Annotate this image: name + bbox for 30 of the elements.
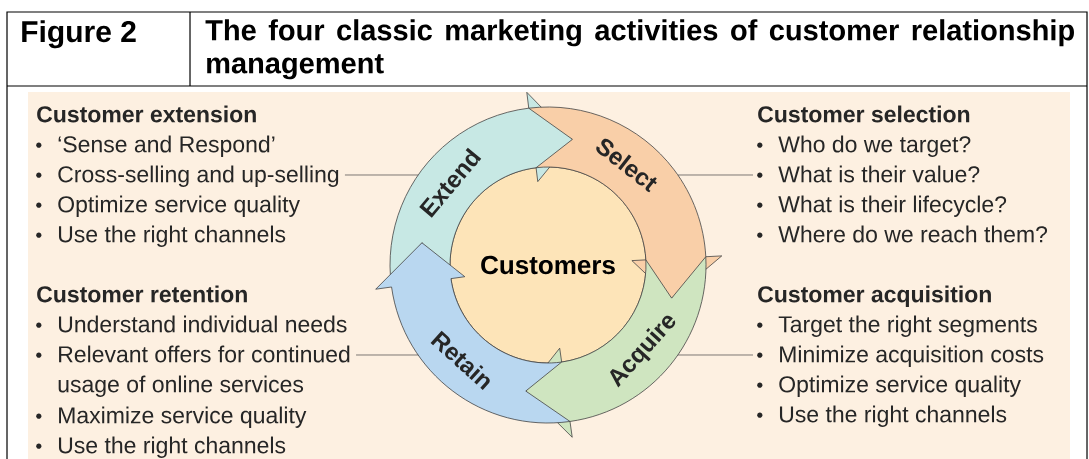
- node-label: Customer selection: [758, 105, 970, 123]
- node-label: Optimize service quality: [779, 375, 1021, 397]
- node-label: What is their value?: [778, 165, 980, 183]
- figure-number: Figure 2: [22, 20, 136, 49]
- node-label: Use the right channels: [58, 225, 286, 247]
- leader-line: [677, 354, 754, 356]
- node-label: Minimize acquisition costs: [780, 345, 1044, 367]
- node-label: Use the right channels: [779, 405, 1007, 427]
- node-label: Cross-selling and up-selling: [58, 165, 339, 187]
- node-label: Optimize service quality: [58, 195, 300, 217]
- node-label: Who do we target?: [778, 135, 971, 157]
- leader-line: [355, 354, 419, 356]
- node-label: Maximize service quality: [59, 406, 307, 428]
- node-label: Relevant offers for continued usage of online services: [58, 345, 350, 397]
- node-label: Where do we reach them?: [778, 225, 1048, 243]
- node-label: ‘Sense and Respond’: [58, 135, 275, 157]
- bullet-list: Customer acquisition Target the right segments Minimize acquisition costs Optimize service quality Use the right channels: [757, 285, 1044, 427]
- bullet-list: Customer extension ‘Sense and Respond’ Cross-selling and up-selling Optimize service quality Use the right channels: [36, 105, 339, 247]
- node-label: Target the right segments: [778, 315, 1037, 337]
- node-label: Customer extension: [37, 105, 256, 123]
- node-label: Use the right channels: [58, 436, 286, 458]
- bullet-list: Customer selection Who do we target? What is their value? What is their lifecycle? Where do we reach them?: [757, 105, 1048, 243]
- node-label: Customer acquisition: [758, 285, 991, 307]
- leader-line: [344, 174, 419, 176]
- leader-line: [677, 174, 754, 176]
- node-label: Understand individual needs: [58, 315, 347, 333]
- node-label: Customer retention: [37, 285, 247, 303]
- node-label: What is their lifecycle?: [778, 195, 1007, 217]
- figure-title: The four classic marketing activities of customer relationship management: [205, 19, 1074, 80]
- bullet-list: Customer retention Understand individual needs Relevant offers for continued usage of online services Maximize service quality Use the right channels: [36, 285, 350, 458]
